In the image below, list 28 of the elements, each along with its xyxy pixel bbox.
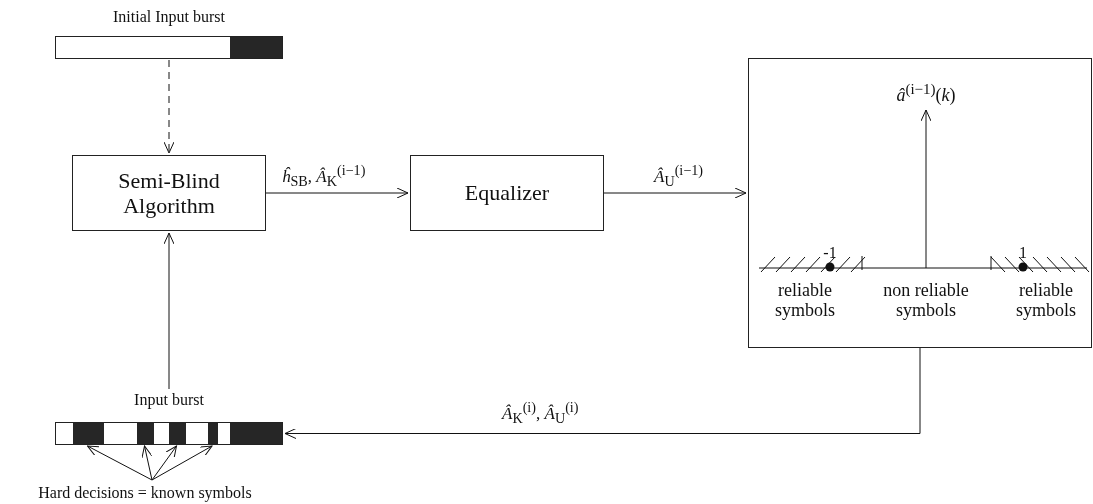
box-label: Semi-Blind Algorithm	[117, 167, 221, 219]
annotation-text: Hard decisions = known symbols	[37, 484, 253, 502]
arrow	[603, 187, 747, 199]
burst-symbol-block	[73, 423, 104, 444]
region-label: reliable symbols	[774, 281, 836, 321]
axis-label: â$^{(i−1)}$(k)	[895, 81, 957, 106]
level-label: 1	[1018, 244, 1028, 262]
level-label: -1	[822, 244, 838, 262]
region-label: reliable symbols	[1015, 281, 1077, 321]
burst-symbol-block	[169, 423, 186, 444]
burst-symbol-block	[230, 423, 282, 444]
leader-arrow	[141, 445, 153, 481]
decision-panel	[748, 58, 1092, 348]
leader-arrow	[151, 445, 213, 481]
leader-arrow	[87, 445, 153, 481]
arrow	[284, 347, 921, 439]
process-box	[410, 155, 604, 231]
arrow	[163, 59, 175, 154]
box-label: Equalizer	[464, 180, 550, 206]
burst-heading: Initial Input burst	[112, 8, 226, 26]
region-label: non reliable symbols	[882, 281, 970, 321]
burst-symbol-block	[208, 423, 218, 444]
burst-symbol-block	[137, 423, 154, 444]
arrow	[163, 232, 175, 390]
process-box	[72, 155, 266, 231]
burst-heading: Input burst	[133, 391, 205, 409]
arrow	[265, 187, 409, 199]
leader-arrow	[151, 445, 177, 481]
